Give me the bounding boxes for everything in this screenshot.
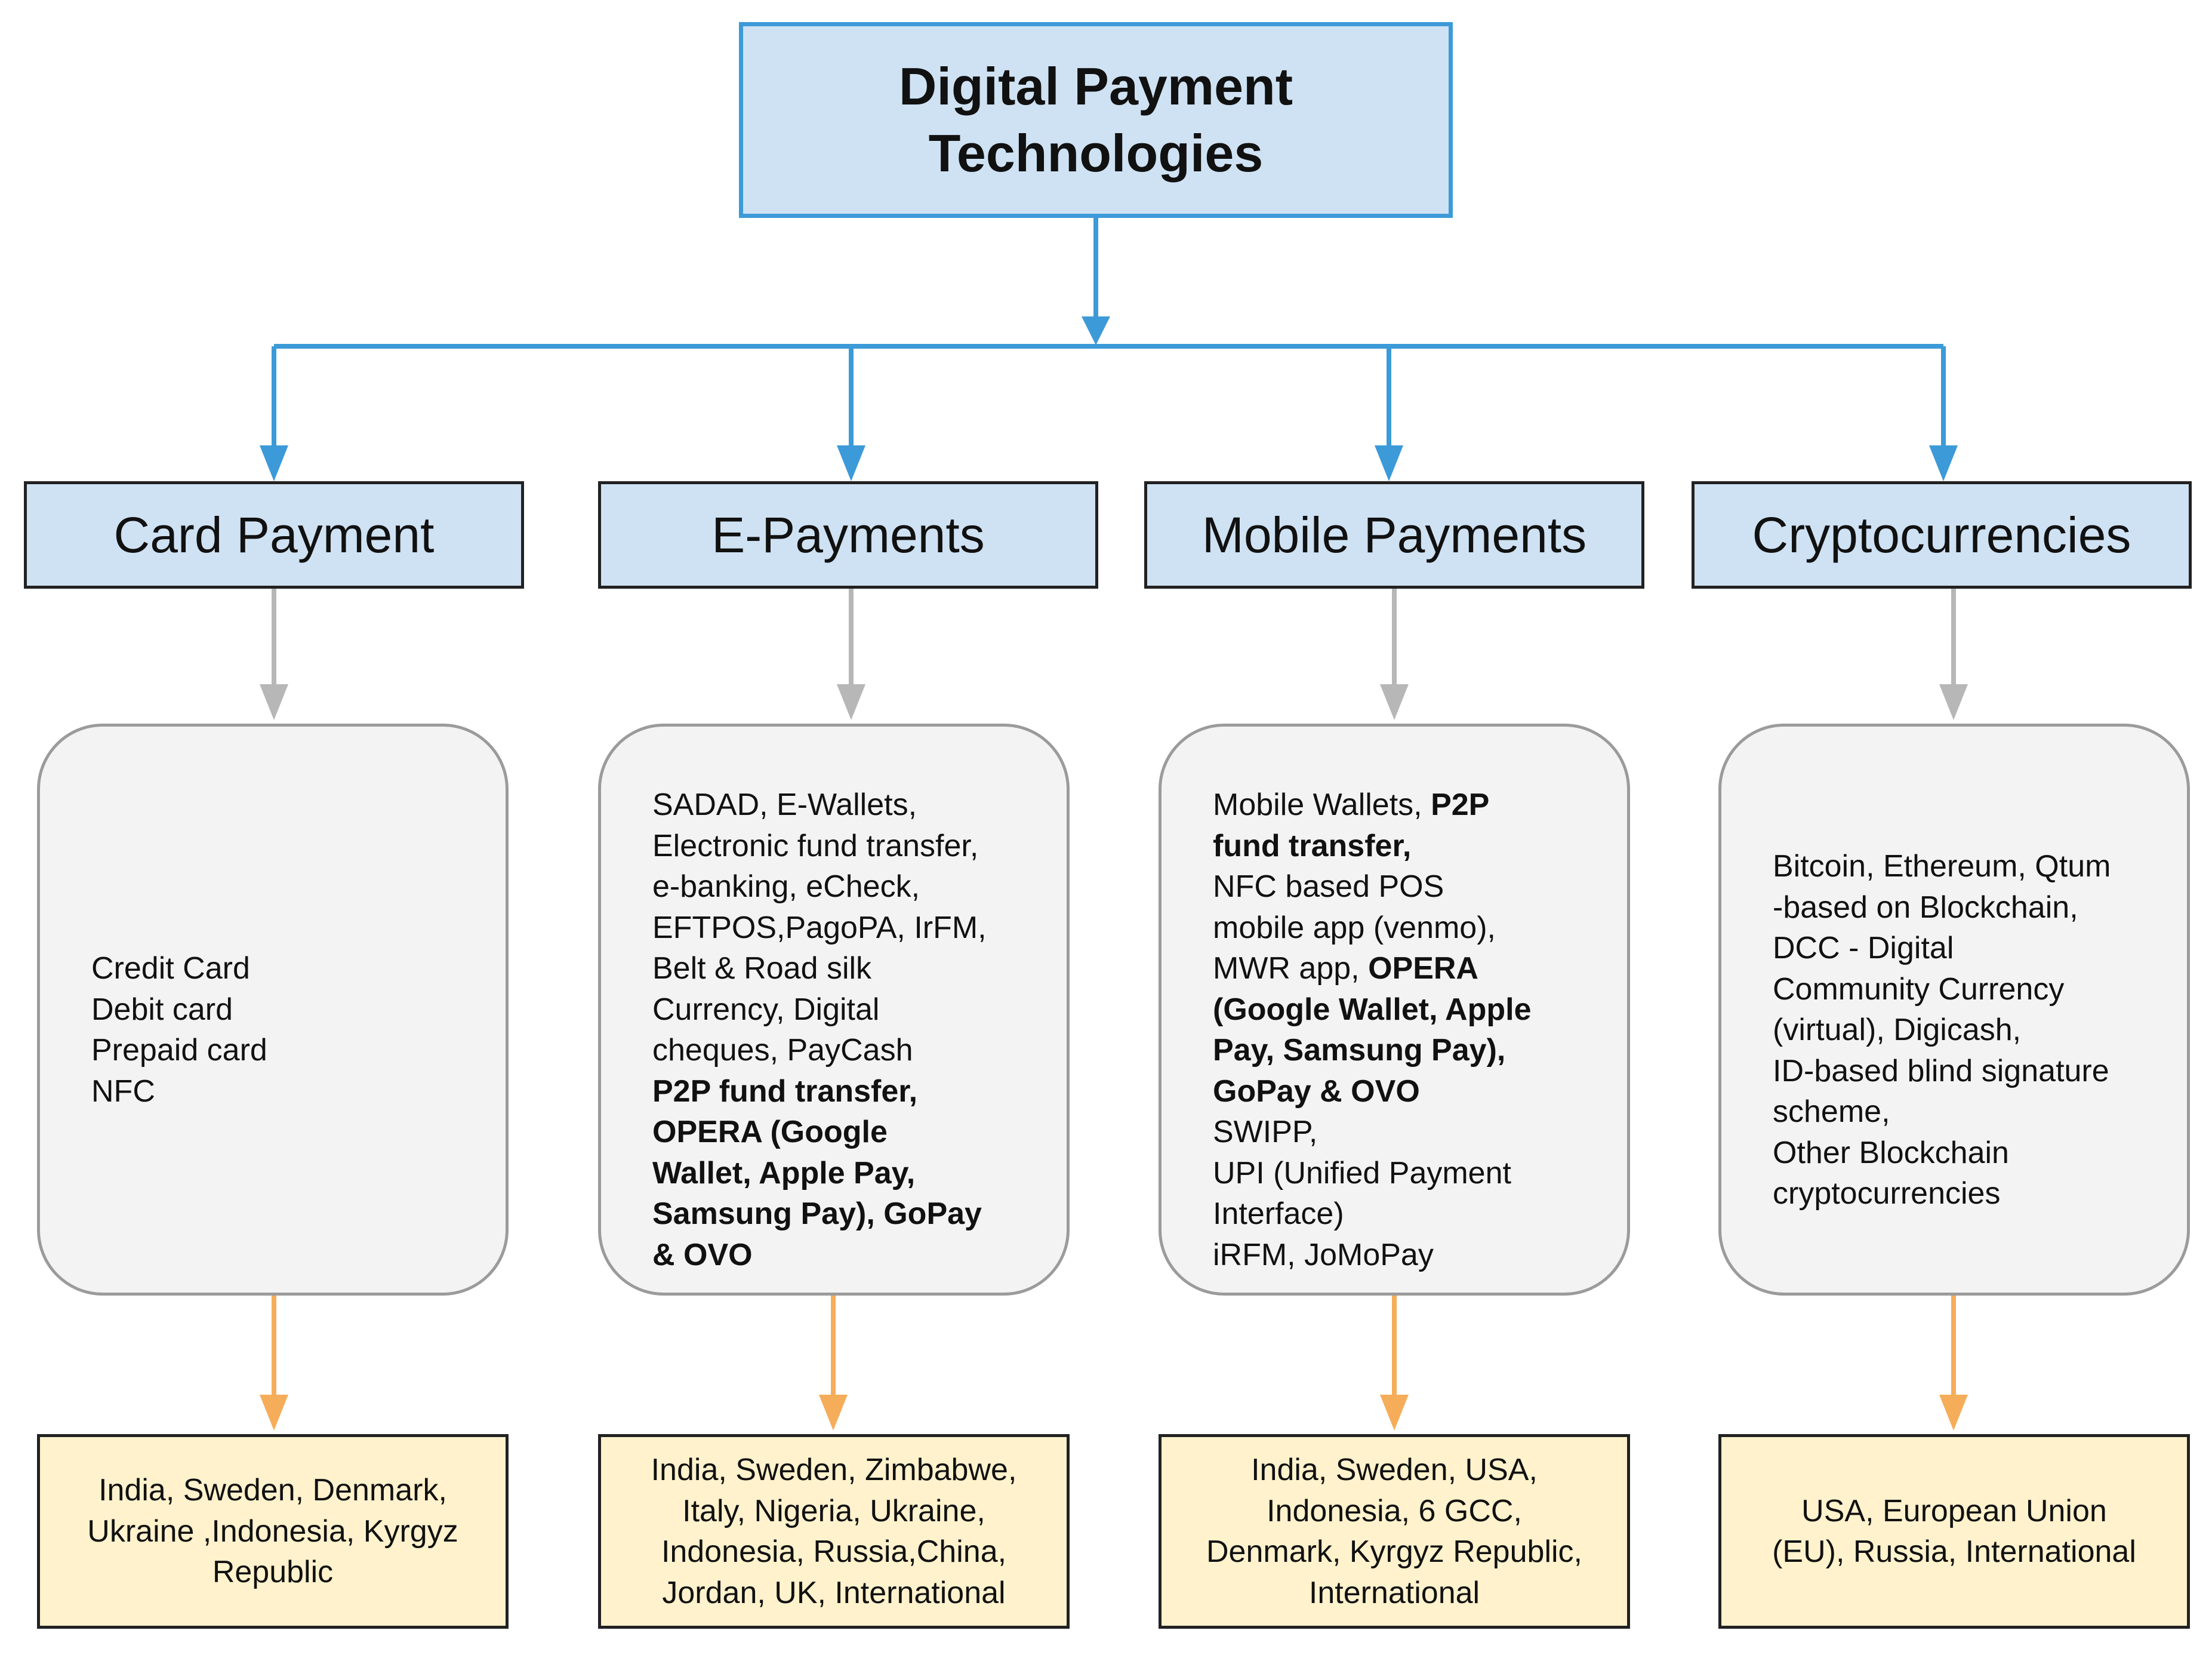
technologies-card-payment: Credit Card Debit card Prepaid card NFC xyxy=(37,724,509,1296)
branch-arrow-3 xyxy=(1375,346,1403,481)
countries-text: USA, European Union (EU), Russia, Intern… xyxy=(1772,1493,2136,1570)
technologies-segment-bold: P2P fund transfer, xyxy=(1213,787,1490,863)
branch-arrow-2 xyxy=(837,346,865,481)
category-card-payment: Card Payment xyxy=(24,481,524,589)
country-arrow-3 xyxy=(1380,1296,1409,1431)
category-label: Cryptocurrencies xyxy=(1752,506,2131,563)
category-cryptocurrencies: Cryptocurrencies xyxy=(1692,481,2192,589)
technologies-e-payments: SADAD, E-Wallets, Electronic fund transf… xyxy=(598,724,1070,1296)
technologies-text: Mobile Wallets, P2P fund transfer, NFC b… xyxy=(1213,744,1531,1276)
branch-arrow-1 xyxy=(260,346,288,481)
technologies-segment: Bitcoin, Ethereum, Qtum -based on Blockc… xyxy=(1773,849,2111,1211)
title-stem-arrowhead xyxy=(1082,316,1110,345)
country-arrow-2 xyxy=(819,1296,848,1431)
country-arrow-4 xyxy=(1939,1296,1968,1431)
technologies-text: SADAD, E-Wallets, Electronic fund transf… xyxy=(652,744,987,1276)
countries-mobile-payments: India, Sweden, USA, Indonesia, 6 GCC, De… xyxy=(1159,1434,1630,1629)
technologies-segment: NFC based POS mobile app (venmo), MWR ap… xyxy=(1213,869,1496,986)
category-arrow-1 xyxy=(260,589,288,720)
category-mobile-payments: Mobile Payments xyxy=(1144,481,1644,589)
country-arrow-1 xyxy=(260,1296,288,1431)
countries-text: India, Sweden, USA, Indonesia, 6 GCC, De… xyxy=(1206,1453,1582,1610)
diagram-title-box: Digital Payment Technologies xyxy=(739,22,1453,218)
category-arrow-3 xyxy=(1380,589,1409,720)
category-arrow-2 xyxy=(837,589,865,720)
diagram-title: Digital Payment Technologies xyxy=(898,57,1293,183)
category-label: Card Payment xyxy=(113,506,435,563)
countries-text: India, Sweden, Zimbabwe, Italy, Nigeria,… xyxy=(651,1453,1017,1610)
branch-arrow-4 xyxy=(1929,346,1958,481)
technologies-segment: Credit Card Debit card Prepaid card NFC xyxy=(91,951,267,1109)
countries-e-payments: India, Sweden, Zimbabwe, Italy, Nigeria,… xyxy=(598,1434,1070,1629)
technologies-segment: SWIPP, UPI (Unified Payment Interface) i… xyxy=(1213,1115,1511,1272)
technologies-text: Credit Card Debit card Prepaid card NFC xyxy=(91,908,267,1112)
category-arrow-4 xyxy=(1939,589,1968,720)
countries-text: India, Sweden, Denmark, Ukraine ,Indones… xyxy=(87,1473,458,1590)
countries-cryptocurrencies: USA, European Union (EU), Russia, Intern… xyxy=(1718,1434,2190,1629)
category-label: E-Payments xyxy=(711,506,985,563)
technologies-cryptocurrencies: Bitcoin, Ethereum, Qtum -based on Blockc… xyxy=(1718,724,2190,1296)
category-label: Mobile Payments xyxy=(1201,506,1587,563)
countries-card-payment: India, Sweden, Denmark, Ukraine ,Indones… xyxy=(37,1434,509,1629)
technologies-text: Bitcoin, Ethereum, Qtum -based on Blockc… xyxy=(1773,805,2111,1214)
category-e-payments: E-Payments xyxy=(598,481,1098,589)
technologies-segment-bold: OPERA (Google Wallet, Apple Pay, Samsung… xyxy=(1213,951,1532,1109)
technologies-mobile-payments: Mobile Wallets, P2P fund transfer, NFC b… xyxy=(1159,724,1630,1296)
technologies-segment: Mobile Wallets, xyxy=(1213,787,1431,823)
technologies-segment: SADAD, E-Wallets, Electronic fund transf… xyxy=(652,787,987,1068)
technologies-segment-bold: P2P fund transfer, OPERA (Google Wallet,… xyxy=(652,1073,982,1272)
